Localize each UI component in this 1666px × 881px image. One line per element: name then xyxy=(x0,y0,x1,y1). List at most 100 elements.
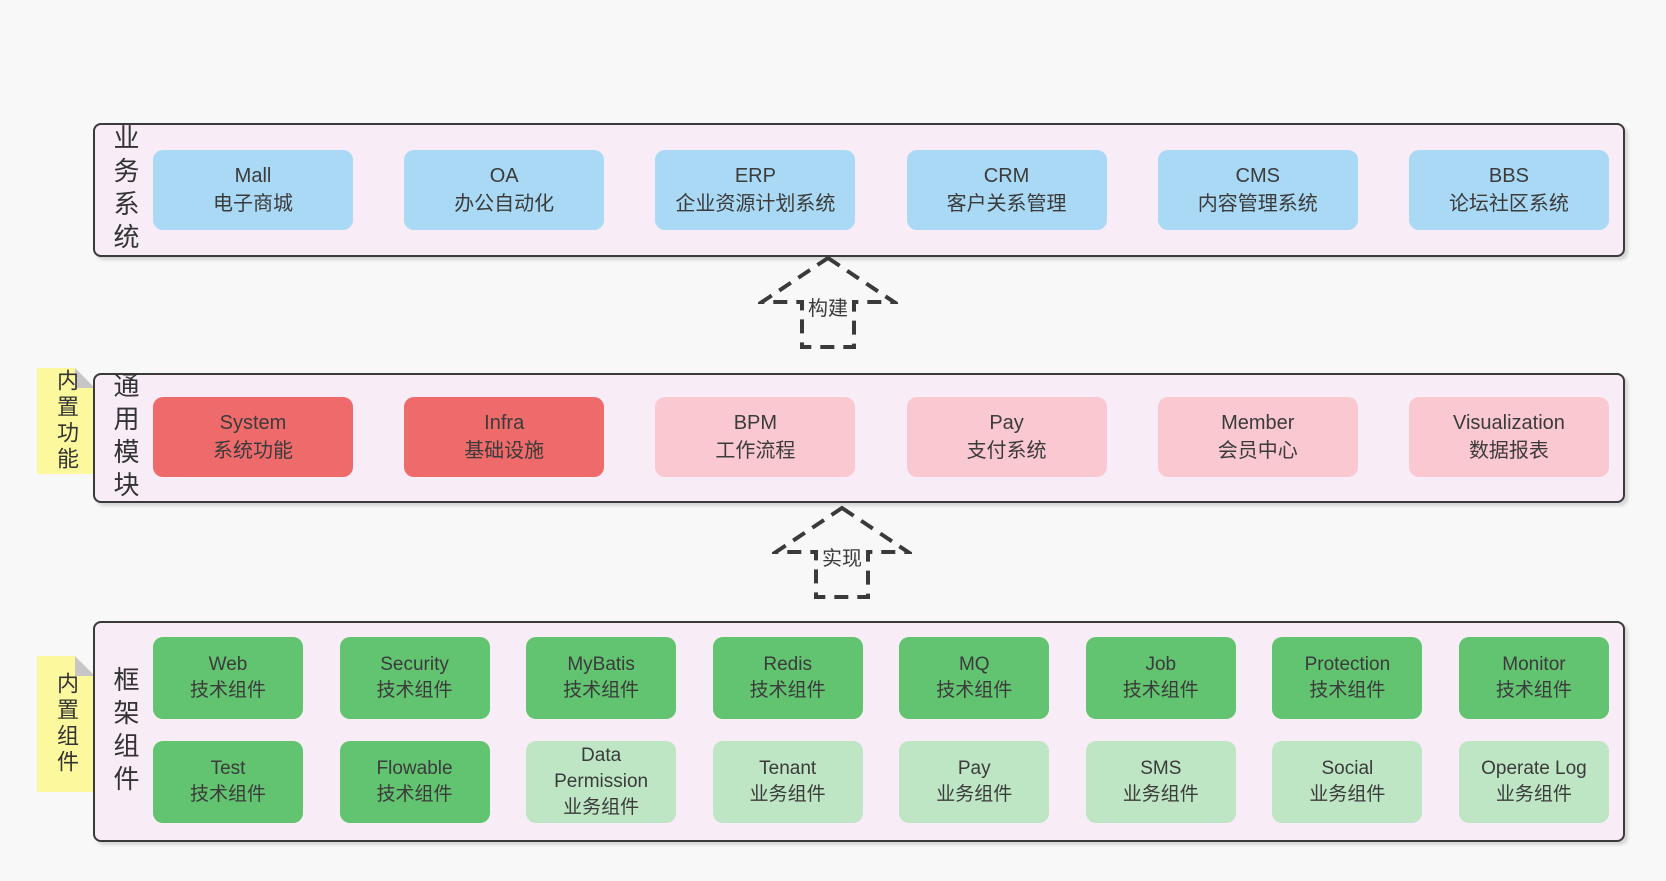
box-subtitle: 基础设施 xyxy=(464,440,545,462)
box-pay-module: Pay 支付系统 xyxy=(906,397,1107,477)
build-arrow-label: 构建 xyxy=(805,291,851,322)
box-crm: CRM 客户关系管理 xyxy=(906,150,1107,230)
box-title: Data Permission xyxy=(554,745,649,792)
modules-box-row: System 系统功能 Infra 基础设施 BPM 工作流程 Pay 支付系统… xyxy=(153,397,1609,477)
box-subtitle: 支付系统 xyxy=(966,440,1047,462)
build-arrow: 构建 xyxy=(758,255,898,351)
box-subtitle: 数据报表 xyxy=(1468,440,1549,462)
box-subtitle: 电子商城 xyxy=(213,193,293,215)
box-test: Test 技术组件 xyxy=(153,741,303,823)
box-mq: MQ 技术组件 xyxy=(899,637,1050,719)
components-box-row-1: Web 技术组件 Security 技术组件 MyBatis 技术组件 Redi… xyxy=(153,637,1609,719)
box-system: System 系统功能 xyxy=(153,397,353,477)
sticky-note-builtin-components: 内置组件 xyxy=(37,656,95,792)
box-subtitle: 业务组件 xyxy=(1495,784,1572,805)
box-subtitle: 业务组件 xyxy=(1309,784,1386,805)
sticky-note-builtin-features: 内置功能 xyxy=(37,368,95,474)
dashed-up-arrow-icon xyxy=(758,255,898,349)
box-cms: CMS 内容管理系统 xyxy=(1157,150,1358,230)
box-bbs: BBS 论坛社区系统 xyxy=(1408,150,1609,230)
box-subtitle: 客户关系管理 xyxy=(946,193,1067,215)
box-erp: ERP 企业资源计划系统 xyxy=(655,150,856,230)
box-title: Monitor xyxy=(1502,654,1566,675)
box-data-permission: Data Permission 业务组件 xyxy=(526,741,677,823)
box-title: Redis xyxy=(763,654,812,675)
box-pay-component: Pay 业务组件 xyxy=(899,741,1050,823)
box-security: Security 技术组件 xyxy=(339,637,490,719)
box-flowable: Flowable 技术组件 xyxy=(339,741,490,823)
box-member: Member 会员中心 xyxy=(1157,397,1358,477)
box-mybatis: MyBatis 技术组件 xyxy=(526,637,677,719)
band-side-label: 框架组件 xyxy=(110,665,140,798)
box-protection: Protection 技术组件 xyxy=(1272,637,1423,719)
box-title: BPM xyxy=(733,412,778,434)
business-box-row: Mall 电子商城 OA 办公自动化 ERP 企业资源计划系统 CRM 客户关系… xyxy=(153,150,1609,230)
sticky-note-label: 内置组件 xyxy=(54,672,79,776)
box-monitor: Monitor 技术组件 xyxy=(1458,637,1609,719)
box-subtitle: 技术组件 xyxy=(376,784,453,805)
box-title: SMS xyxy=(1140,758,1182,779)
box-subtitle: 技术组件 xyxy=(1122,680,1199,701)
box-subtitle: 技术组件 xyxy=(563,680,640,701)
box-title: Member xyxy=(1221,412,1295,434)
framework-components-band: 框架组件 Web 技术组件 Security 技术组件 MyBatis 技术组件… xyxy=(93,621,1625,842)
box-title: MQ xyxy=(958,654,990,675)
box-subtitle: 技术组件 xyxy=(376,680,453,701)
box-title: Tenant xyxy=(759,758,817,779)
box-subtitle: 技术组件 xyxy=(189,784,266,805)
box-subtitle: 业务组件 xyxy=(1122,784,1199,805)
box-visualization: Visualization 数据报表 xyxy=(1408,397,1609,477)
components-box-row-2: Test 技术组件 Flowable 技术组件 Data Permission … xyxy=(153,741,1609,823)
sticky-note-label: 内置功能 xyxy=(54,369,79,473)
box-subtitle: 办公自动化 xyxy=(454,193,555,215)
box-subtitle: 论坛社区系统 xyxy=(1448,193,1569,215)
band-side-label: 业务系统 xyxy=(110,124,140,256)
box-tenant: Tenant 业务组件 xyxy=(712,741,863,823)
box-title: Security xyxy=(380,654,449,675)
box-title: Operate Log xyxy=(1481,758,1587,779)
box-bpm: BPM 工作流程 xyxy=(655,397,856,477)
box-title: Social xyxy=(1321,758,1374,779)
box-title: System xyxy=(219,412,287,434)
box-social: Social 业务组件 xyxy=(1272,741,1423,823)
box-title: Test xyxy=(210,758,246,779)
box-title: Web xyxy=(208,654,248,675)
box-subtitle: 技术组件 xyxy=(1309,680,1386,701)
box-job: Job 技术组件 xyxy=(1085,637,1236,719)
box-sms: SMS 业务组件 xyxy=(1085,741,1236,823)
box-title: Mall xyxy=(234,165,272,187)
box-title: Flowable xyxy=(376,758,453,779)
box-title: OA xyxy=(489,165,519,187)
box-title: CMS xyxy=(1235,165,1280,187)
box-subtitle: 技术组件 xyxy=(749,680,826,701)
box-subtitle: 工作流程 xyxy=(715,440,796,462)
box-mall: Mall 电子商城 xyxy=(153,150,353,230)
business-systems-band: 业务系统 Mall 电子商城 OA 办公自动化 ERP 企业资源计划系统 CRM… xyxy=(93,123,1625,257)
box-subtitle: 技术组件 xyxy=(936,680,1013,701)
band-side-label: 通用模块 xyxy=(110,372,140,504)
box-title: Visualization xyxy=(1452,412,1565,434)
box-title: Protection xyxy=(1304,654,1391,675)
box-title: Infra xyxy=(484,412,525,434)
box-subtitle: 企业资源计划系统 xyxy=(675,193,836,215)
common-modules-band: 通用模块 System 系统功能 Infra 基础设施 BPM 工作流程 Pay… xyxy=(93,372,1625,504)
box-title: Pay xyxy=(957,758,991,779)
box-title: Job xyxy=(1145,654,1177,675)
box-oa: OA 办公自动化 xyxy=(404,150,605,230)
box-redis: Redis 技术组件 xyxy=(712,637,863,719)
dashed-up-arrow-icon xyxy=(772,505,912,599)
box-title: Pay xyxy=(989,412,1024,434)
box-subtitle: 业务组件 xyxy=(563,797,640,818)
box-subtitle: 技术组件 xyxy=(1495,680,1572,701)
box-subtitle: 业务组件 xyxy=(749,784,826,805)
box-operate-log: Operate Log 业务组件 xyxy=(1458,741,1609,823)
box-subtitle: 技术组件 xyxy=(189,680,266,701)
box-title: ERP xyxy=(734,165,776,187)
implement-arrow: 实现 xyxy=(772,505,912,601)
box-subtitle: 会员中心 xyxy=(1217,440,1298,462)
box-title: CRM xyxy=(983,165,1030,187)
box-subtitle: 系统功能 xyxy=(213,440,293,462)
box-subtitle: 内容管理系统 xyxy=(1197,193,1318,215)
box-subtitle: 业务组件 xyxy=(936,784,1013,805)
